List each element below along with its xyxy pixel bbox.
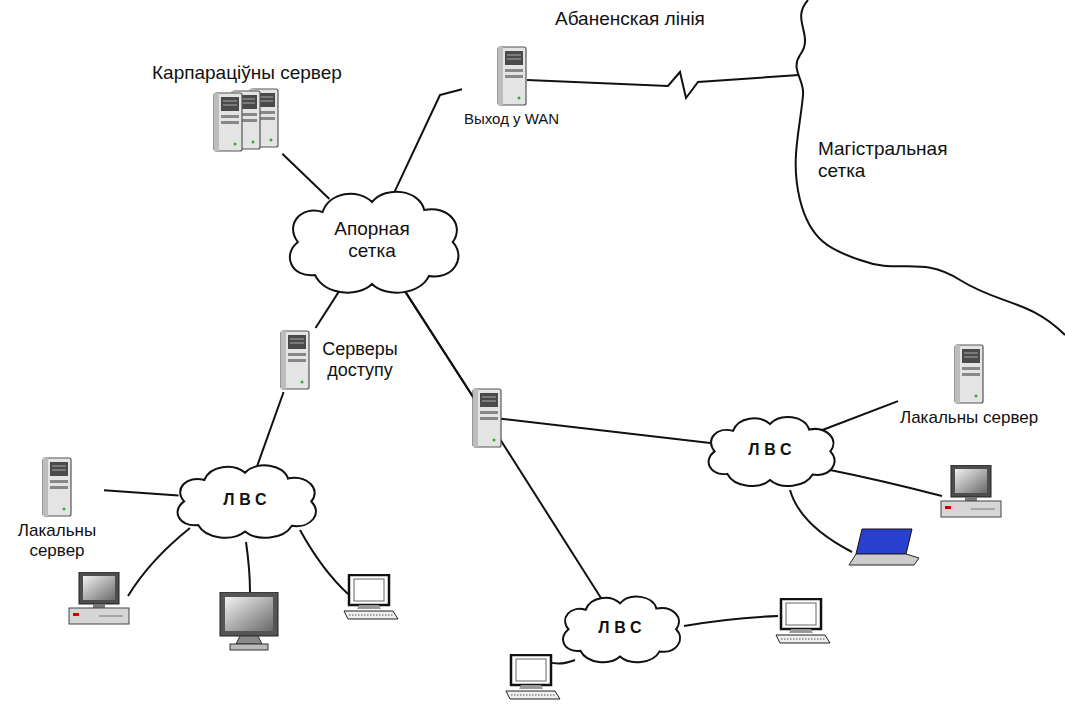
node-label: ЛВС [219,491,272,509]
node-label: Лакальны сервер [900,408,1038,428]
network-cloud: ЛВС [554,589,686,667]
node-label: Лакальны сервер [12,521,102,560]
network-cloud: ЛВС [699,409,841,491]
server-node: Выход у WAN [462,44,561,129]
network-label: Абаненская лінія [555,8,705,30]
node-label: Серверы доступу [314,339,406,380]
network-link [394,89,462,194]
server-icon [954,344,984,404]
node-label: Карпараціўны сервер [152,62,342,84]
node-label: Выход у WAN [464,110,559,127]
network-link [401,285,710,443]
server-node: Карпараціўны сервер [150,60,344,154]
subscriber-line [527,72,799,98]
server-icon [213,88,281,152]
server-node: Лакальны сервер [10,455,104,562]
network-cloud: ЛВС [167,457,323,543]
server-icon [497,46,527,106]
node-label: Апорная сетка [312,218,432,262]
network-label: Магістральная сетка [818,138,968,182]
server-node: Лакальны сервер [898,342,1040,430]
server-icon [280,330,310,390]
node-label: ЛВС [594,619,647,637]
lan-wires [128,470,942,664]
server-node: Серверы доступу [278,328,408,392]
node-label: ЛВС [744,441,797,459]
network-link [282,154,329,199]
network-link [257,392,284,466]
server-icon [42,457,72,517]
network-link [401,285,601,599]
network-cloud: Апорная сетка [277,180,467,300]
workstations [69,465,1001,699]
network-link [820,401,898,431]
server-icon [473,389,501,447]
network-link [104,490,179,495]
backbone-line [796,0,1065,335]
